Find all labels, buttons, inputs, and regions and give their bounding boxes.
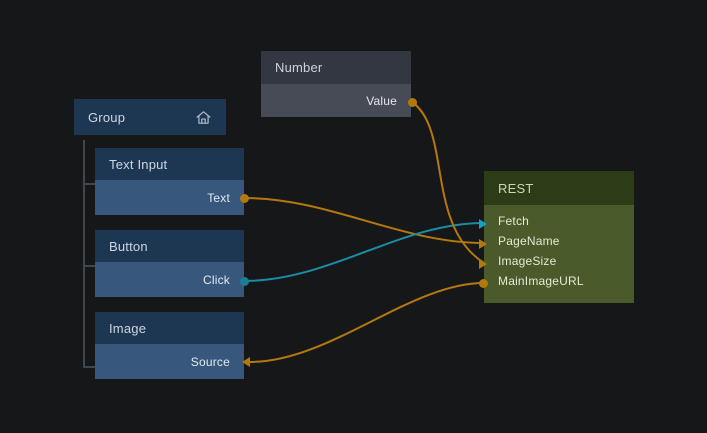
port-label-click: Click bbox=[203, 272, 230, 287]
port-label-pagename: PageName bbox=[498, 234, 560, 248]
node-number-body: Value bbox=[261, 84, 411, 117]
node-image-body: Source bbox=[95, 344, 244, 379]
port-row-pagename[interactable]: PageName bbox=[498, 231, 620, 251]
wire-textinput-text-to-rest-pagename bbox=[243, 197, 485, 244]
port-marker-rest-mainimageurl[interactable] bbox=[479, 279, 488, 288]
group-tree-spine bbox=[83, 140, 85, 368]
port-label-value: Value bbox=[366, 93, 397, 108]
node-text-input-header[interactable]: Text Input bbox=[95, 148, 244, 180]
port-label-source: Source bbox=[190, 354, 230, 369]
wire-number-value-to-rest-imagesize bbox=[411, 101, 485, 264]
port-marker-number-value[interactable] bbox=[408, 98, 417, 107]
port-row-source[interactable]: Source bbox=[109, 344, 230, 379]
port-label-fetch: Fetch bbox=[498, 214, 530, 228]
node-button-body: Click bbox=[95, 262, 244, 297]
port-label-imagesize: ImageSize bbox=[498, 254, 557, 268]
node-button[interactable]: Button Click bbox=[95, 230, 244, 297]
port-row-mainimageurl[interactable]: MainImageURL bbox=[498, 271, 620, 291]
home-icon[interactable] bbox=[195, 109, 212, 126]
node-group[interactable]: Group bbox=[74, 99, 226, 135]
node-rest-title: REST bbox=[498, 180, 534, 196]
group-tree-tick-image bbox=[83, 366, 95, 368]
port-marker-text-input-text[interactable] bbox=[240, 194, 249, 203]
port-label-text: Text bbox=[207, 190, 230, 205]
port-row-fetch[interactable]: Fetch bbox=[498, 211, 620, 231]
node-text-input-title: Text Input bbox=[109, 156, 168, 172]
port-row-text[interactable]: Text bbox=[109, 180, 230, 215]
node-rest[interactable]: REST Fetch PageName ImageSize MainImageU… bbox=[484, 171, 634, 303]
node-button-title: Button bbox=[109, 238, 148, 254]
port-row-click[interactable]: Click bbox=[109, 262, 230, 297]
node-text-input-body: Text bbox=[95, 180, 244, 215]
group-tree-tick-text-input bbox=[83, 183, 95, 185]
node-group-title: Group bbox=[88, 109, 126, 125]
port-marker-button-click[interactable] bbox=[240, 277, 249, 286]
node-button-header[interactable]: Button bbox=[95, 230, 244, 262]
node-image-header[interactable]: Image bbox=[95, 312, 244, 344]
port-marker-image-source[interactable] bbox=[242, 357, 250, 367]
port-row-imagesize[interactable]: ImageSize bbox=[498, 251, 620, 271]
wire-rest-mainimageurl-to-image-source bbox=[249, 282, 485, 363]
port-marker-rest-fetch[interactable] bbox=[479, 219, 487, 229]
node-number-title: Number bbox=[275, 60, 323, 75]
node-text-input[interactable]: Text Input Text bbox=[95, 148, 244, 215]
node-group-header[interactable]: Group bbox=[74, 99, 226, 135]
port-marker-rest-imagesize[interactable] bbox=[479, 259, 487, 269]
node-number-header[interactable]: Number bbox=[261, 51, 411, 84]
node-image-title: Image bbox=[109, 320, 147, 336]
group-tree-tick-button bbox=[83, 265, 95, 267]
port-row-value[interactable]: Value bbox=[275, 84, 397, 117]
node-rest-header[interactable]: REST bbox=[484, 171, 634, 205]
port-marker-rest-pagename[interactable] bbox=[479, 239, 487, 249]
node-image[interactable]: Image Source bbox=[95, 312, 244, 379]
port-label-mainimageurl: MainImageURL bbox=[498, 274, 584, 288]
node-number[interactable]: Number Value bbox=[261, 51, 411, 117]
node-rest-body: Fetch PageName ImageSize MainImageURL bbox=[484, 205, 634, 303]
wire-button-click-to-rest-fetch bbox=[243, 222, 485, 282]
